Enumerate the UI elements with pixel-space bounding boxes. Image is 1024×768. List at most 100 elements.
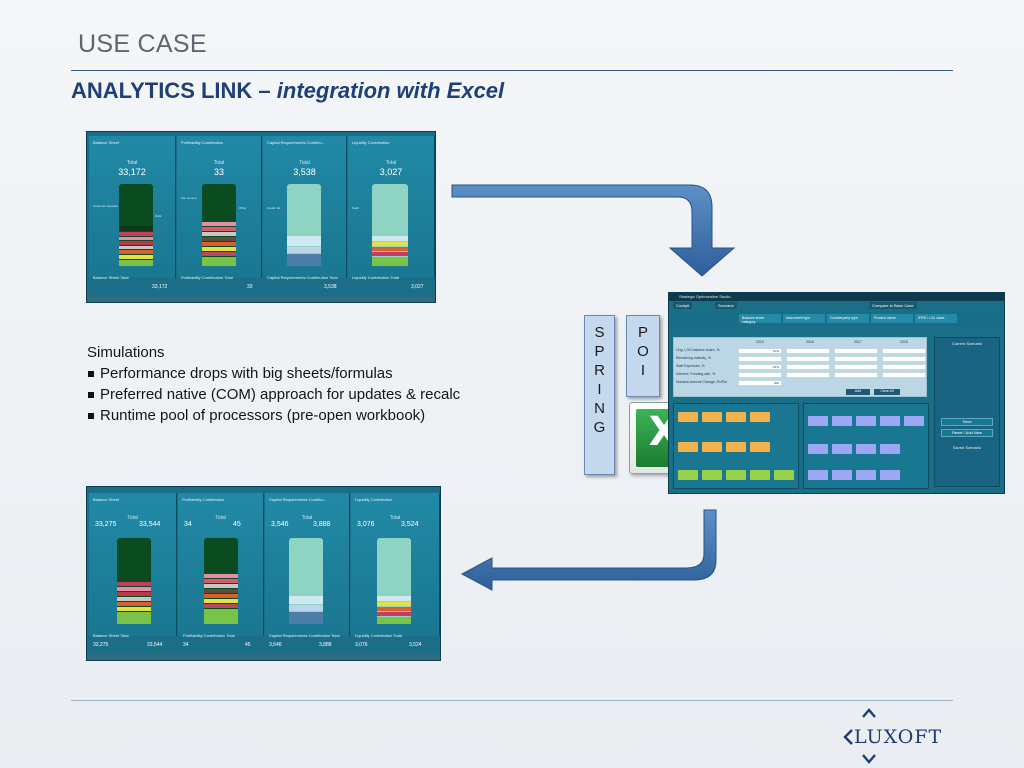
- timeline-bar[interactable]: [87, 654, 440, 660]
- spring-letter: I: [597, 381, 602, 398]
- panel-foot-value: 33,172: [152, 284, 168, 290]
- panel-liquidity: Liquidity Contribution Total 3,076 3,524: [351, 493, 440, 636]
- grid-header-row: 2015 2016 2017 2018: [756, 340, 908, 344]
- dashboard-screenshot-bottom: Balance Sheet Total 33,275 33,544 Profit…: [86, 486, 441, 661]
- footer-divider: [71, 700, 953, 701]
- filter-instrument[interactable]: Instrument type: [783, 314, 825, 323]
- panel-total-label: Total: [127, 515, 138, 521]
- panel-total-label: Total: [126, 160, 138, 166]
- panel-foot-value: 33,544: [147, 642, 163, 648]
- section-label: USE CASE: [78, 30, 207, 58]
- luxoft-logo: LUXOFT: [840, 708, 952, 766]
- bullet-item: Preferred native (COM) approach for upda…: [87, 384, 460, 405]
- logo-text: LUXOFT: [854, 726, 943, 748]
- filter-ifrs[interactable]: IFRS / LGL class: [915, 314, 957, 323]
- panel-profitability: Profitability Contribution Total 33 Fee …: [177, 136, 262, 278]
- stacked-bar: [202, 184, 236, 266]
- panel-foot-label: Capital Requirements Contribution Total: [267, 275, 338, 280]
- panel-foot-label: Liquidity Contribution Total: [355, 633, 402, 638]
- simulations-text: Simulations Performance drops with big s…: [87, 342, 460, 426]
- flow-arrow-to-excel: [451, 184, 736, 277]
- panel-foot-label: Balance Sheet Total: [93, 275, 129, 280]
- panel-foot-value: 3,538: [324, 284, 337, 290]
- dashboard-screenshot-top: Balance Sheet Total 33,172 Customer depo…: [86, 131, 436, 303]
- panel-title: Profitability Contribution: [182, 497, 225, 502]
- panel-total-label: Total: [213, 160, 225, 166]
- spring-letter: R: [594, 362, 605, 379]
- scenario-grid: 2015 2016 2017 2018 Chg. LGD balance sha…: [673, 337, 927, 397]
- value-before: 3,076: [357, 521, 375, 528]
- panel-foot-value: 33,275: [93, 642, 109, 648]
- spring-letter: G: [593, 419, 606, 436]
- filter-product[interactable]: Product name: [871, 314, 913, 323]
- spring-box: S P R I N G: [584, 315, 615, 475]
- panel-title: Liquidity Contribution: [352, 140, 390, 145]
- reset-add-new-button[interactable]: Reset / Add New: [941, 429, 993, 437]
- current-scenario-header: Current Scenario: [951, 341, 983, 346]
- poi-letter: O: [637, 343, 649, 360]
- flow-arrow-from-excel: [460, 509, 717, 591]
- excel-app-screenshot: Strategic Optimization Studio Cockpit Sc…: [668, 292, 1005, 494]
- filter-bar: Balance sheet category Instrument type C…: [669, 311, 1004, 326]
- panel-total-label: Total: [385, 160, 397, 166]
- panel-foot-label: Liquidity Contribution Total: [352, 275, 399, 280]
- saved-scenario-header: Saved Scenario: [952, 445, 982, 450]
- panel-title: Balance Sheet: [93, 140, 120, 145]
- stacked-bar: [119, 184, 153, 266]
- panel-capital-requirements: Capital Requirements Contribu... Total 3…: [263, 136, 347, 278]
- timeline-bar[interactable]: [87, 296, 435, 302]
- save-button[interactable]: Save: [941, 418, 993, 426]
- stacked-bar: [117, 538, 151, 624]
- tab-cockpit[interactable]: Cockpit: [673, 302, 693, 309]
- spring-letter: N: [594, 400, 605, 417]
- panel-title: Liquidity Contribution: [355, 497, 393, 502]
- stacked-bar: [287, 184, 321, 266]
- chevron-up-icon: [862, 708, 876, 718]
- bullet-item: Runtime pool of processors (pre-open wor…: [87, 405, 460, 426]
- scenario-side-panel: Current Scenario Save Reset / Add New Sa…: [934, 337, 1000, 487]
- add-button[interactable]: Add: [846, 389, 870, 395]
- tiles-right: [803, 403, 929, 489]
- panel-foot-value: 45: [245, 642, 251, 648]
- grid-row: Remaining maturity, %: [676, 356, 926, 362]
- panel-foot-value: 34: [183, 642, 189, 648]
- panel-foot-label: Profitability Contribution Total: [181, 275, 233, 280]
- slide-title-bold: ANALYTICS LINK –: [71, 78, 277, 103]
- value-after: 33,544: [139, 521, 161, 528]
- panel-title: Capital Requirements Contribu...: [267, 140, 326, 145]
- panel-total-label: Total: [301, 515, 313, 521]
- panel-title: Balance Sheet: [93, 497, 120, 502]
- stacked-bar: [204, 538, 238, 624]
- panel-total: 3,538: [293, 167, 316, 177]
- panel-profitability: Profitability Contribution Total 34 45: [178, 493, 264, 636]
- chevron-down-icon: [862, 754, 876, 764]
- panel-foot-value: 3,027: [411, 284, 424, 290]
- panel-total: 33: [213, 167, 224, 177]
- value-after: 45: [233, 521, 241, 528]
- chevron-left-icon: [843, 729, 853, 745]
- grid-row: Interest / Funding rate, %: [676, 372, 926, 378]
- panel-foot-value: 3,888: [319, 642, 332, 648]
- poi-letter: I: [640, 362, 646, 379]
- panel-balance-sheet: Balance Sheet Total 33,172 Customer depo…: [89, 136, 176, 278]
- tab-scenario[interactable]: Scenario: [715, 302, 737, 309]
- value-before: 3,546: [271, 521, 289, 528]
- poi-letter: P: [637, 324, 648, 341]
- value-before: 34: [184, 521, 192, 528]
- compare-dropdown[interactable]: Compare to Base Case: [869, 302, 917, 309]
- filter-counterparty[interactable]: Counterparty type: [827, 314, 869, 323]
- value-after: 3,524: [401, 521, 419, 528]
- clear-all-button[interactable]: Clear All: [874, 389, 900, 395]
- grid-row: Staff Expenses, % -15%: [676, 364, 926, 370]
- grid-row: Chg. LGD balance share, % 10%: [676, 348, 926, 354]
- stacked-bar: [377, 538, 411, 624]
- panel-foot-label: Capital Requirements Contribution Total: [269, 633, 340, 638]
- app-titlebar: Strategic Optimization Studio: [669, 293, 1004, 301]
- app-title: Strategic Optimization Studio: [679, 294, 731, 299]
- grid-row: Nominal amount Change, EURm 300: [676, 380, 924, 386]
- panel-foot-value: 3,524: [409, 642, 422, 648]
- filter-balance-sheet[interactable]: Balance sheet category: [739, 314, 781, 324]
- stacked-bar: [372, 184, 408, 266]
- tiles-left: [673, 403, 799, 489]
- panel-foot-label: Balance Sheet Total: [93, 633, 129, 638]
